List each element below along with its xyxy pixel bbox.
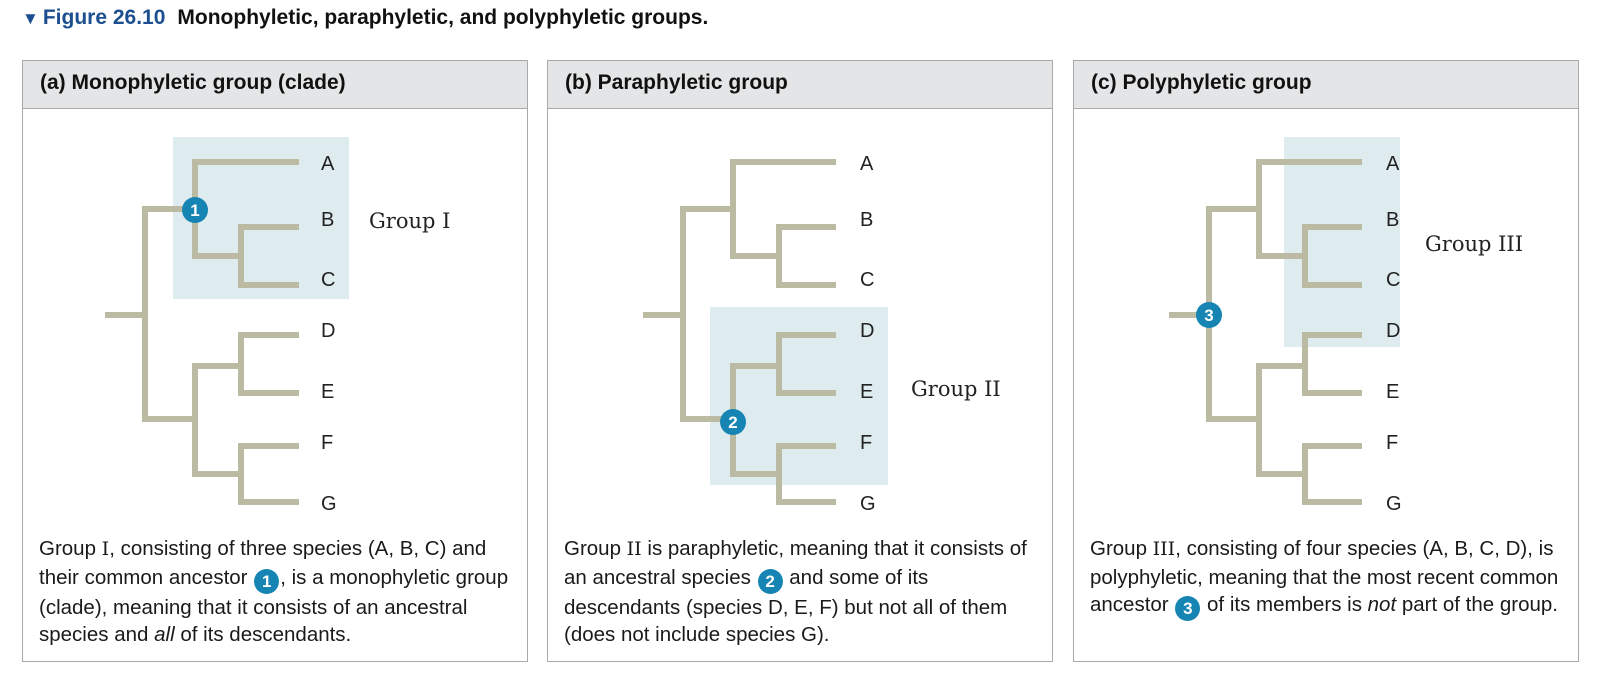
leaf-label-b: B	[860, 209, 873, 231]
panel-header: (c) Polyphyletic group	[1074, 61, 1578, 109]
leaf-label-c: C	[860, 269, 874, 291]
leaf-label-c: C	[321, 269, 335, 291]
leaf-label-f: F	[321, 432, 333, 454]
group-label: Group I	[369, 209, 450, 233]
triangle-icon: ▼	[22, 9, 39, 28]
leaf-label-f: F	[1386, 432, 1398, 454]
ancestor-marker-inline: 1	[254, 568, 280, 594]
ancestor-marker-inline: 2	[757, 568, 783, 594]
leaf-label-d: D	[860, 320, 874, 342]
panel-paraphyletic: (b) Paraphyletic group A B C D	[547, 60, 1053, 662]
figure-caption: Monophyletic, paraphyletic, and polyphyl…	[177, 6, 709, 29]
panel-description: Group I, consisting of three species (A,…	[39, 537, 509, 646]
panel-description: Group II is paraphyletic, meaning that i…	[564, 537, 1027, 646]
ancestor-marker-label: 3	[1204, 306, 1213, 325]
leaf-label-g: G	[321, 493, 337, 515]
leaf-label-b: B	[321, 209, 334, 231]
ancestor-marker	[720, 409, 746, 435]
tree-branches	[1169, 159, 1362, 505]
leaf-label-g: G	[1386, 493, 1402, 515]
leaf-label-a: A	[321, 153, 335, 175]
group-label: Group II	[911, 377, 1001, 401]
leaf-label-e: E	[1386, 381, 1399, 403]
leaf-label-d: D	[1386, 320, 1400, 342]
leaf-label-a: A	[1386, 153, 1400, 175]
leaf-label-e: E	[321, 381, 334, 403]
leaf-label-c: C	[1386, 269, 1400, 291]
ancestor-marker-label: 2	[728, 413, 737, 432]
panel-description: Group III, consisting of four species (A…	[1090, 535, 1574, 621]
tree-diagram: A B C D E F G Group I 1	[105, 137, 450, 515]
group-highlight	[1284, 137, 1400, 347]
leaf-label-b: B	[1386, 209, 1399, 231]
figure-title: ▼Figure 26.10 Monophyletic, paraphyletic,…	[22, 6, 708, 36]
ancestor-marker-inline: 3	[1175, 596, 1201, 621]
leaf-label-a: A	[860, 153, 874, 175]
tree-branches	[105, 159, 299, 505]
ancestor-marker	[182, 197, 208, 223]
leaf-label-g: G	[860, 493, 876, 515]
tree-diagram: A B C D E F G Group II 2	[643, 153, 1001, 515]
figure-label: Figure 26.10	[42, 6, 166, 29]
ancestor-marker	[1196, 302, 1222, 328]
group-label: Group III	[1425, 232, 1523, 256]
leaf-label-e: E	[860, 381, 873, 403]
panel-polyphyletic: (c) Polyphyletic group A B C D	[1073, 60, 1579, 662]
tree-diagram: A B C D E F G Group III 3	[1169, 137, 1523, 515]
panel-header: (b) Paraphyletic group	[548, 61, 1052, 109]
leaf-label-d: D	[321, 320, 335, 342]
leaf-label-f: F	[860, 432, 872, 454]
panel-header: (a) Monophyletic group (clade)	[23, 61, 527, 109]
panel-monophyletic: (a) Monophyletic group (clade) A B C	[22, 60, 528, 662]
tree-branches	[643, 159, 836, 505]
ancestor-marker-label: 1	[190, 201, 199, 220]
